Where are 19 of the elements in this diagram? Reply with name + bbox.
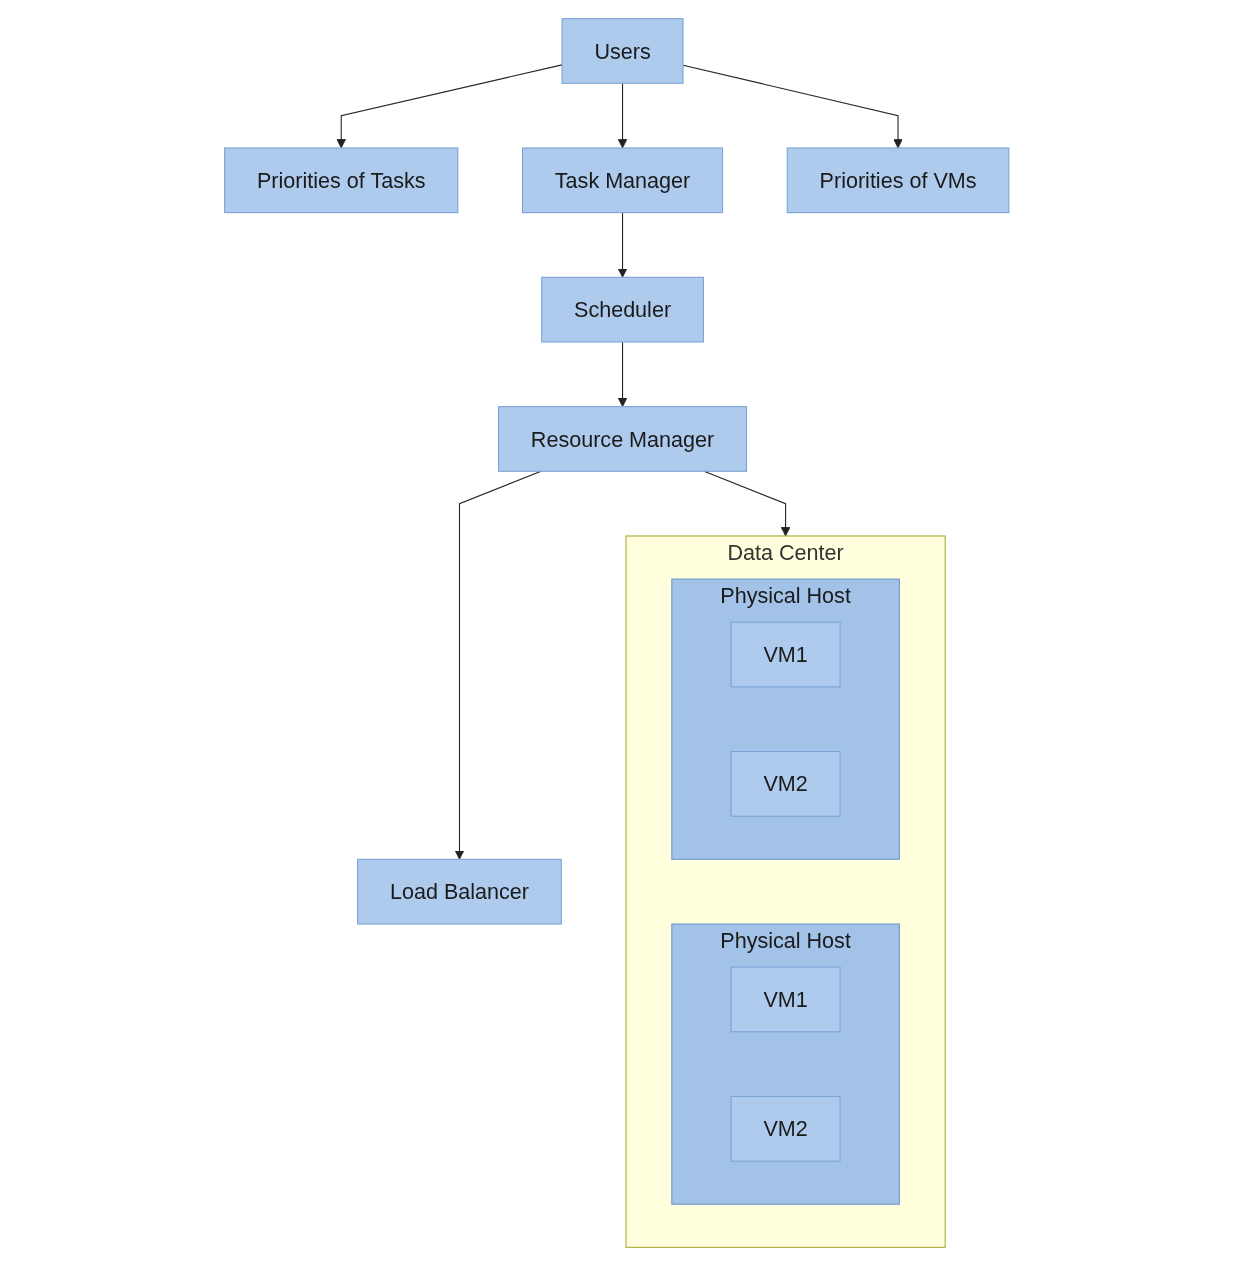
node-box: [497, 406, 747, 472]
node-box: [730, 966, 841, 1033]
arrow: [682, 64, 903, 149]
node-box: [561, 18, 684, 84]
arrow: [617, 82, 628, 149]
cluster: [671, 578, 900, 860]
node-box: [356, 858, 562, 925]
node-box: [521, 147, 723, 214]
cluster: [671, 923, 900, 1205]
arrow: [617, 212, 628, 278]
node-box: [730, 751, 841, 817]
flowchart-diagram: Data Center Physical Host VM1 VM2 Physical Host VM1 VM2 Users Priorities of Tasks Task Manager Priorities of VMs Scheduler Resource Manager Load Balancer: [215, 10, 1018, 1256]
node-box: [223, 147, 459, 214]
node-box: [730, 621, 841, 688]
node-box: [540, 276, 704, 343]
cluster: [625, 535, 946, 1248]
node-box: [786, 147, 1010, 214]
node-box: [730, 1095, 841, 1162]
arrow: [617, 341, 628, 408]
